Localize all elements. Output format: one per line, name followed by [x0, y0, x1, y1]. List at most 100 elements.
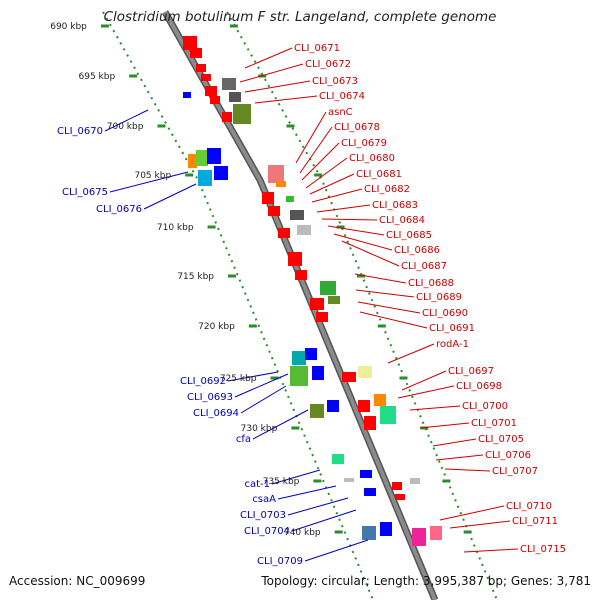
- gene-feature[interactable]: [188, 154, 197, 168]
- gene-label-forward[interactable]: CLI_0697: [448, 366, 494, 377]
- gene-feature[interactable]: [295, 270, 307, 280]
- gene-feature[interactable]: [198, 170, 212, 186]
- gene-feature[interactable]: [358, 366, 372, 378]
- gene-label-forward[interactable]: CLI_0707: [492, 466, 538, 477]
- gene-feature[interactable]: [290, 210, 304, 220]
- gene-label-forward[interactable]: CLI_0686: [394, 245, 440, 256]
- gene-label-forward[interactable]: CLI_0680: [349, 153, 395, 164]
- gene-feature[interactable]: [320, 281, 336, 295]
- label-leader: [387, 343, 435, 364]
- gene-label-forward[interactable]: CLI_0701: [471, 418, 517, 429]
- gene-feature[interactable]: [183, 36, 197, 50]
- label-leader: [239, 63, 304, 83]
- gene-feature[interactable]: [328, 296, 340, 304]
- gene-label-forward[interactable]: CLI_0679: [341, 138, 387, 149]
- gene-feature[interactable]: [392, 482, 402, 490]
- gene-label-forward[interactable]: CLI_0673: [312, 76, 358, 87]
- gene-feature[interactable]: [207, 148, 221, 164]
- gene-feature[interactable]: [278, 228, 290, 238]
- gene-feature[interactable]: [412, 528, 426, 546]
- gene-feature[interactable]: [288, 252, 302, 266]
- gene-feature[interactable]: [380, 406, 396, 424]
- gene-feature[interactable]: [327, 400, 339, 412]
- gene-feature[interactable]: [344, 478, 354, 482]
- gene-feature[interactable]: [229, 92, 241, 102]
- gene-label-forward[interactable]: CLI_0671: [294, 43, 340, 54]
- gene-feature[interactable]: [316, 312, 328, 322]
- gene-label-reverse[interactable]: CLI_0692: [180, 376, 226, 387]
- gene-feature[interactable]: [297, 225, 311, 235]
- gene-feature[interactable]: [233, 104, 251, 124]
- gene-label-reverse[interactable]: CLI_0694: [193, 408, 239, 419]
- label-leader: [277, 485, 337, 500]
- gene-label-forward[interactable]: CLI_0711: [512, 516, 558, 527]
- gene-feature[interactable]: [183, 92, 191, 98]
- gene-feature[interactable]: [312, 366, 324, 380]
- gene-label-forward[interactable]: CLI_0683: [372, 200, 418, 211]
- gene-feature[interactable]: [430, 526, 442, 540]
- gene-feature[interactable]: [290, 366, 308, 386]
- gene-label-forward[interactable]: CLI_0687: [401, 261, 447, 272]
- gene-feature[interactable]: [196, 64, 206, 72]
- gene-feature[interactable]: [342, 372, 356, 382]
- gene-feature[interactable]: [292, 351, 306, 365]
- gene-label-forward[interactable]: CLI_0674: [319, 91, 365, 102]
- gene-feature[interactable]: [190, 48, 202, 58]
- gene-label-forward[interactable]: CLI_0685: [386, 230, 432, 241]
- gene-feature[interactable]: [268, 165, 284, 183]
- gene-feature[interactable]: [196, 150, 208, 166]
- gene-feature[interactable]: [201, 74, 211, 81]
- gene-feature[interactable]: [305, 348, 317, 360]
- gene-label-forward[interactable]: CLI_0691: [429, 323, 475, 334]
- gene-label-reverse[interactable]: cfa: [236, 434, 251, 445]
- gene-label-reverse[interactable]: CLI_0676: [96, 204, 142, 215]
- label-leader: [305, 157, 348, 189]
- gene-feature[interactable]: [276, 181, 286, 187]
- gene-label-forward[interactable]: CLI_0700: [462, 401, 508, 412]
- gene-feature[interactable]: [310, 404, 324, 418]
- gene-label-reverse[interactable]: cat-1: [244, 479, 270, 490]
- gene-label-reverse[interactable]: CLI_0709: [257, 556, 303, 567]
- gene-feature[interactable]: [332, 454, 344, 464]
- gene-label-reverse[interactable]: CLI_0675: [62, 187, 108, 198]
- gene-label-forward[interactable]: CLI_0688: [408, 278, 454, 289]
- gene-feature[interactable]: [364, 488, 376, 496]
- gene-label-forward[interactable]: rodA-1: [436, 339, 469, 350]
- gene-feature[interactable]: [395, 494, 405, 500]
- gene-feature[interactable]: [410, 478, 420, 484]
- gene-label-reverse[interactable]: CLI_0703: [240, 510, 286, 521]
- gene-label-forward[interactable]: CLI_0705: [478, 434, 524, 445]
- gene-label-reverse[interactable]: CLI_0704: [244, 526, 290, 537]
- gene-feature[interactable]: [210, 96, 220, 104]
- gene-feature[interactable]: [360, 470, 372, 478]
- gene-feature[interactable]: [358, 400, 370, 412]
- gene-feature[interactable]: [380, 522, 392, 536]
- gene-feature[interactable]: [268, 206, 280, 216]
- gene-label-forward[interactable]: CLI_0681: [356, 169, 402, 180]
- gene-feature[interactable]: [262, 192, 274, 204]
- gene-label-reverse[interactable]: csaA: [252, 494, 276, 505]
- gene-label-forward[interactable]: CLI_0698: [456, 381, 502, 392]
- gene-label-reverse[interactable]: CLI_0693: [187, 392, 233, 403]
- gene-label-forward[interactable]: CLI_0678: [334, 122, 380, 133]
- gene-label-forward[interactable]: CLI_0710: [506, 501, 552, 512]
- gene-feature[interactable]: [374, 394, 386, 406]
- gene-label-forward[interactable]: CLI_0672: [305, 59, 351, 70]
- gene-feature[interactable]: [222, 78, 236, 90]
- gene-label-forward[interactable]: CLI_0684: [379, 215, 425, 226]
- gene-label-forward[interactable]: CLI_0706: [485, 450, 531, 461]
- gene-feature[interactable]: [310, 298, 324, 310]
- gene-label-forward[interactable]: CLI_0689: [416, 292, 462, 303]
- gene-label-forward[interactable]: CLI_0715: [520, 544, 566, 555]
- gene-feature[interactable]: [362, 526, 376, 540]
- gene-feature[interactable]: [364, 416, 376, 430]
- gene-label-forward[interactable]: asnC: [328, 107, 353, 118]
- gene-label-forward[interactable]: CLI_0682: [364, 184, 410, 195]
- gene-feature[interactable]: [205, 86, 217, 96]
- gene-label-reverse[interactable]: CLI_0670: [57, 126, 103, 137]
- gene-feature[interactable]: [222, 112, 232, 122]
- label-leader: [244, 80, 311, 93]
- gene-feature[interactable]: [286, 196, 294, 202]
- gene-label-forward[interactable]: CLI_0690: [422, 308, 468, 319]
- gene-feature[interactable]: [214, 166, 228, 180]
